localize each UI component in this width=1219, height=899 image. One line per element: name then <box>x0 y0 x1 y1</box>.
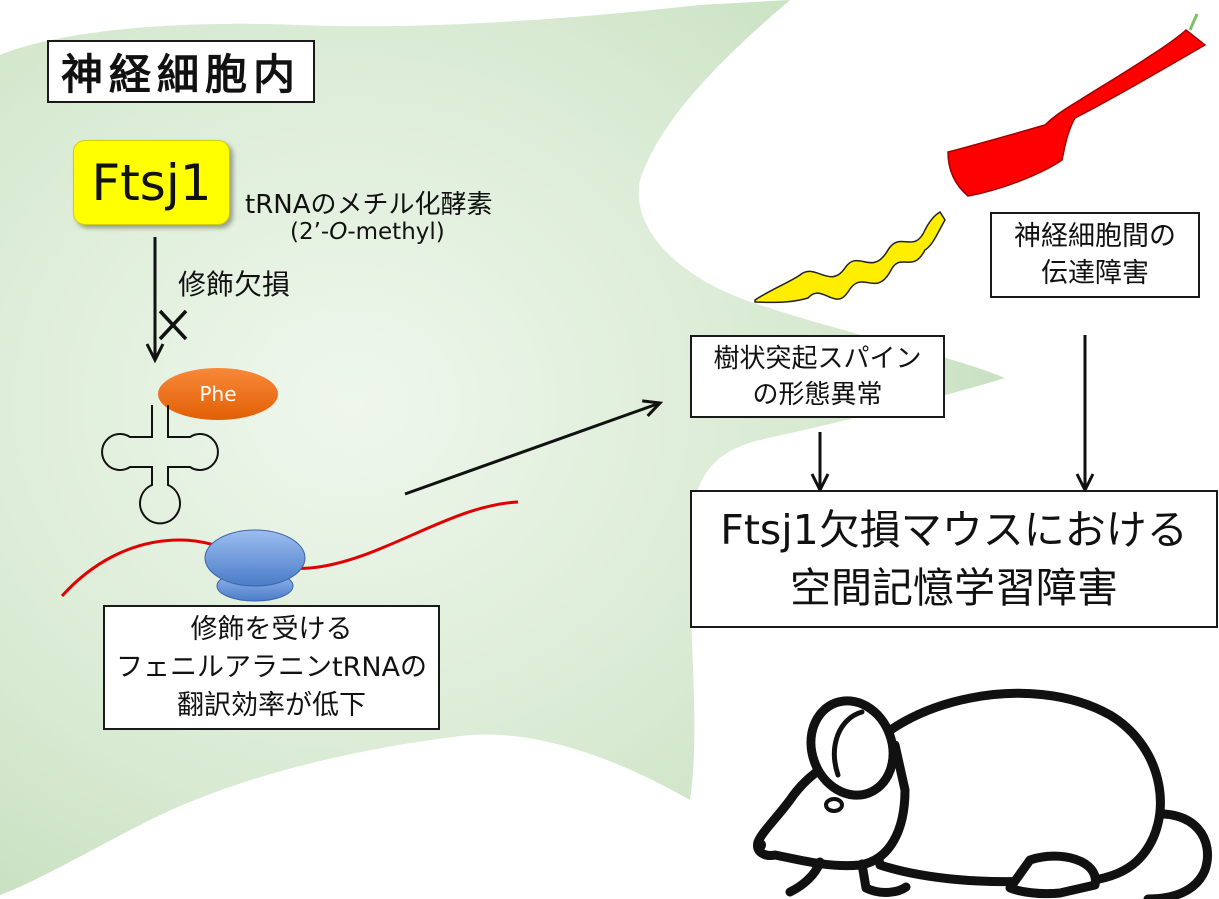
phe-ellipse <box>158 368 278 420</box>
mouse-eye <box>824 797 844 813</box>
defect-label: 修飾欠損 <box>178 268 291 301</box>
enzyme-description: tRNAのメチル化酵素 <box>245 190 493 220</box>
synapse-icon <box>947 29 1207 197</box>
mouse-ear <box>806 696 898 800</box>
cross-mark-icon <box>158 309 188 341</box>
trna-cloverleaf-icon <box>101 405 219 525</box>
result-box: Ftsj1欠損マウスにおける 空間記憶学習障害 <box>690 490 1218 628</box>
page-title: 神経細胞内 <box>60 50 301 99</box>
mouse-icon <box>753 688 1212 899</box>
mouse-front-leg <box>785 857 911 897</box>
transmission-line-1: 神経細胞間の <box>1014 221 1176 252</box>
synapse-tip <box>1188 13 1199 31</box>
transmission-line-2: 伝達障害 <box>1041 258 1149 289</box>
ribosome-icon <box>204 529 306 602</box>
methyl-type-suffix: -methyl) <box>347 219 445 245</box>
translation-line-2: フェニルアラニンtRNAの <box>115 651 427 683</box>
translation-line-3: 翻訳効率が低下 <box>177 689 366 721</box>
mouse-tail <box>1143 809 1212 899</box>
methyl-type-prefix: (2’- <box>290 219 330 245</box>
result-line-1: Ftsj1欠損マウスにおける <box>720 506 1188 554</box>
gene-name: Ftsj1 <box>91 153 212 212</box>
methyl-type-italic: O <box>329 219 348 245</box>
title-box: 神経細胞内 <box>47 40 315 103</box>
spine-line-2: の形態異常 <box>752 379 883 410</box>
spine-line-1: 樹状突起スパイン <box>713 343 922 374</box>
methyl-type: (2’-O-methyl) <box>290 219 445 245</box>
translation-line-1: 修飾を受ける <box>190 613 353 645</box>
mouse-body <box>855 688 1165 887</box>
mouse-back-leg <box>1005 851 1100 899</box>
result-line-2: 空間記憶学習障害 <box>790 564 1118 612</box>
mouse-nose <box>754 839 766 851</box>
amino-acid-label: Phe <box>199 382 237 406</box>
gene-box: Ftsj1 <box>73 140 230 225</box>
transmission-box: 神経細胞間の 伝達障害 <box>990 212 1200 298</box>
translation-to-spine-arrow <box>404 399 664 496</box>
mouse-inner-ear <box>832 709 865 778</box>
dendritic-spine-icon <box>754 210 946 304</box>
spine-box: 樹状突起スパイン の形態異常 <box>690 335 945 418</box>
translation-box: 修飾を受ける フェニルアラニンtRNAの 翻訳効率が低下 <box>103 605 440 730</box>
